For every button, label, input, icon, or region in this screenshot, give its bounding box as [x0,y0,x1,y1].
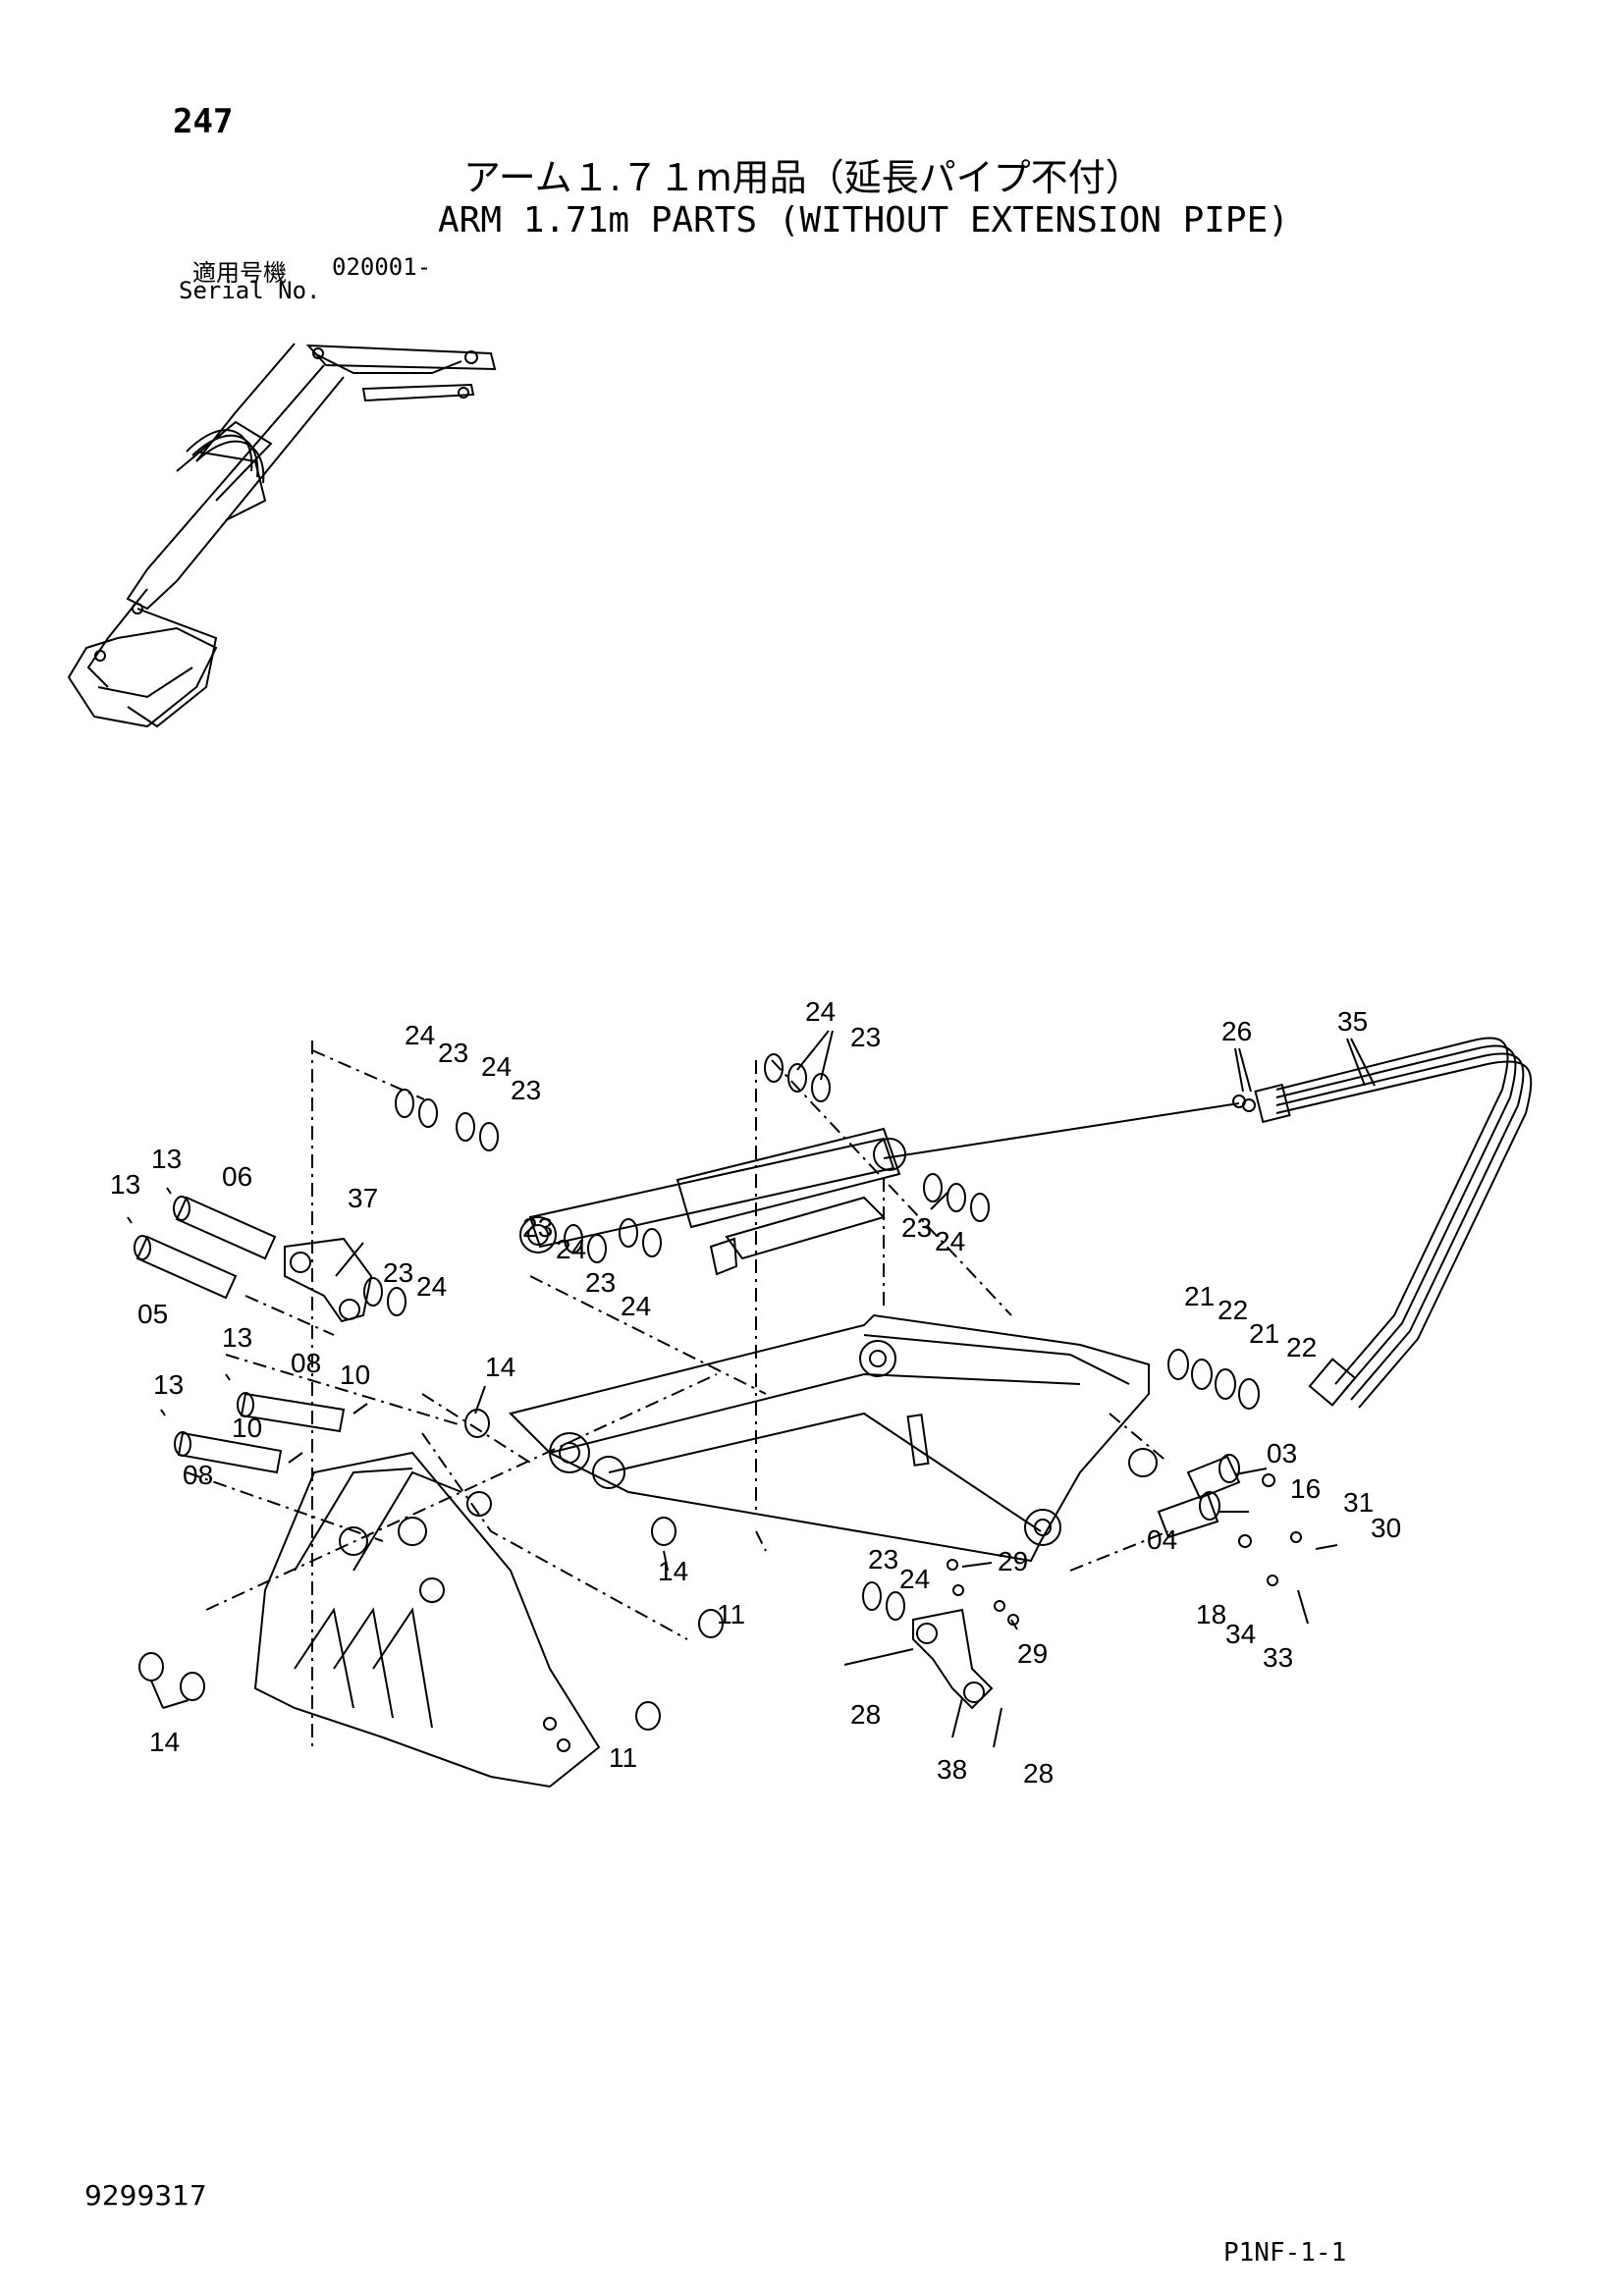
callout-number-21: 21 [1249,1318,1279,1349]
callout-number-13: 13 [110,1169,140,1200]
callout-leader-lines [150,1030,1376,1738]
callout-number-23: 23 [868,1544,898,1575]
callout-number-24: 24 [416,1271,447,1302]
callout-number-24: 24 [481,1051,512,1082]
page-title-japanese: アーム１.７１m用品（延長パイプ不付） [463,156,1143,199]
pins-lower-left [160,1373,368,1474]
callout-number-22: 22 [1218,1295,1248,1325]
document-number: 9299317 [84,2179,207,2212]
bucket [253,1451,601,1789]
callout-number-24: 24 [899,1564,930,1594]
shims-and-washers [138,1053,1260,1731]
callout-number-14: 14 [149,1727,180,1757]
callout-number-24: 24 [405,1020,435,1050]
arm-body [509,1313,1158,1563]
pins-upper-left [127,1187,277,1300]
callout-number-31: 31 [1343,1487,1374,1518]
callout-number-06: 06 [222,1161,252,1192]
serial-number-value: 020001- [332,253,432,281]
callout-number-05: 05 [137,1299,168,1329]
callout-number-10: 10 [232,1413,262,1443]
callout-number-13: 13 [153,1369,184,1400]
callout-number-33: 33 [1263,1642,1293,1673]
assembly-guide-lines [186,1041,1169,1747]
callout-number-28: 28 [850,1699,881,1730]
page-number: 247 [173,102,234,141]
callout-number-03: 03 [1267,1438,1297,1468]
callout-number-16: 16 [1290,1473,1321,1504]
callout-number-24: 24 [805,996,836,1027]
callout-number-22: 22 [1286,1332,1317,1362]
callout-number-23: 23 [383,1257,413,1288]
serial-label-english: Serial No. [179,277,321,304]
callout-number-29: 29 [998,1546,1028,1576]
callout-number-23: 23 [901,1212,932,1243]
callout-number-23: 23 [850,1022,881,1052]
serial-label-japanese: 適用号機 [192,259,287,287]
hydraulic-hose-pair [1232,1037,1533,1409]
callout-number-14: 14 [485,1352,515,1382]
callout-number-13: 13 [222,1322,252,1353]
callout-number-04: 04 [1147,1524,1177,1555]
callout-number-24: 24 [621,1291,651,1321]
link-bracket [284,1237,373,1323]
callout-number-24: 24 [556,1234,586,1264]
callout-number-11: 11 [609,1742,637,1773]
callout-number-08: 08 [291,1348,321,1378]
callout-number-30: 30 [1371,1513,1401,1543]
callout-number-38: 38 [937,1754,967,1785]
callout-number-18: 18 [1196,1599,1226,1629]
callout-number-26: 26 [1221,1016,1252,1046]
callout-number-28: 28 [1023,1758,1054,1789]
callout-number-10: 10 [340,1360,370,1390]
callout-number-23: 23 [585,1267,616,1298]
callout-number-11: 11 [717,1599,745,1629]
page-title-english: ARM 1.71m PARTS (WITHOUT EXTENSION PIPE) [438,200,1289,240]
callout-number-23: 23 [522,1212,553,1243]
pins-right [1157,1454,1338,1625]
callout-number-14: 14 [658,1556,688,1586]
arm-cylinder [519,1102,1240,1276]
callout-number-13: 13 [151,1144,182,1174]
callout-number-08: 08 [183,1460,213,1490]
callout-number-34: 34 [1225,1619,1256,1649]
callout-number-24: 24 [935,1226,965,1256]
callout-number-29: 29 [1017,1638,1048,1669]
callout-number-21: 21 [1184,1281,1215,1311]
callout-number-23: 23 [438,1038,468,1068]
callout-number-23: 23 [511,1075,541,1105]
callout-number-37: 37 [348,1183,378,1213]
callout-number-35: 35 [1337,1006,1368,1037]
page-code: P1NF-1-1 [1223,2238,1347,2268]
bucket-link [843,1559,1019,1748]
